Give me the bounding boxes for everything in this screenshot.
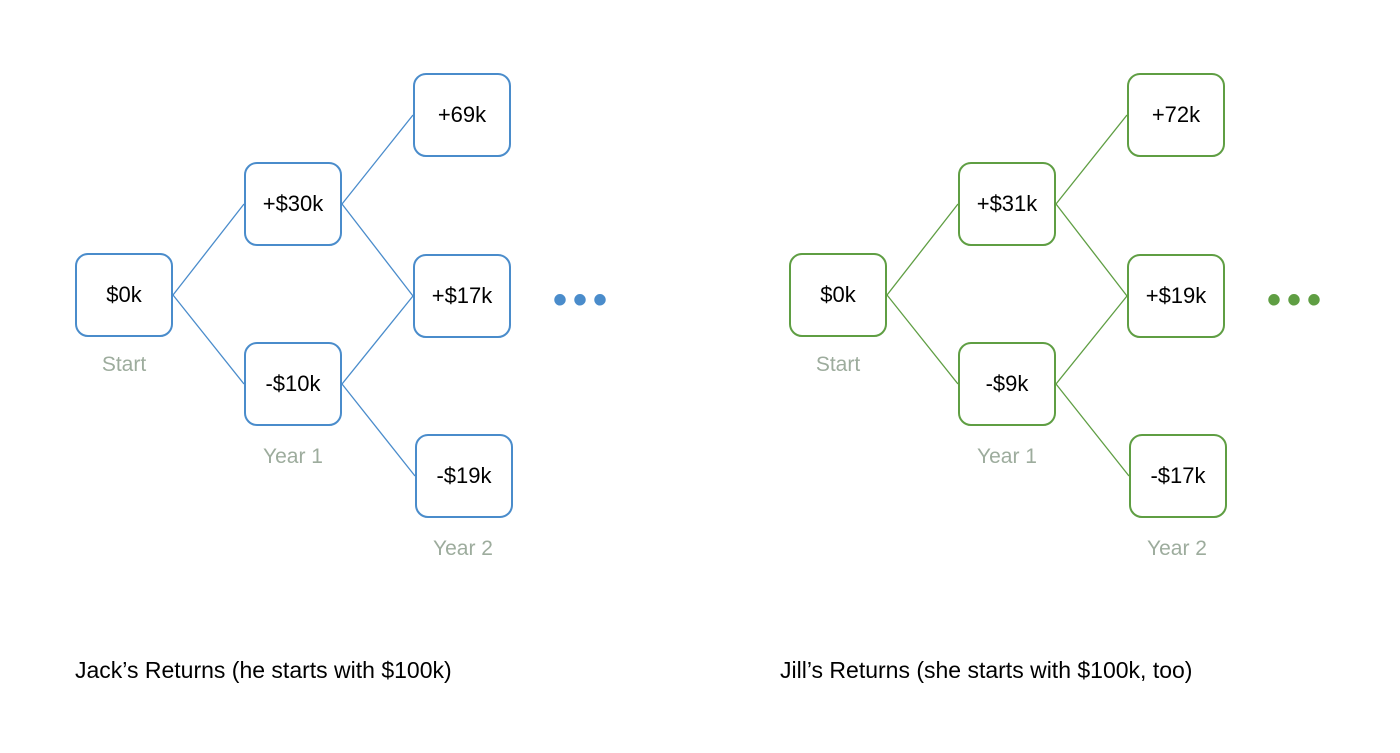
edge-year1-up-to-year2-upup xyxy=(341,114,414,205)
edge-year1-down-to-year2-downdown xyxy=(1055,383,1130,477)
edge-start-to-year1-down xyxy=(886,294,959,385)
stage-label-year2: Year 2 xyxy=(433,537,493,560)
stage-label-year1: Year 1 xyxy=(263,445,323,468)
tree-caption: Jill’s Returns (she starts with $100k, t… xyxy=(780,657,1193,683)
node-year2-mid: +$19k xyxy=(1127,254,1225,338)
node-start: $0k xyxy=(75,253,173,337)
stage-label-year1: Year 1 xyxy=(977,445,1037,468)
jill-tree-edges xyxy=(886,114,1130,477)
node-year2-downdown: -$17k xyxy=(1129,434,1227,518)
node-year1-down: -$10k xyxy=(244,342,342,426)
stage-label-start: Start xyxy=(101,353,147,376)
continuation-ellipsis: ••• xyxy=(553,278,614,322)
node-year2-upup: +72k xyxy=(1127,73,1225,157)
continuation-ellipsis: ••• xyxy=(1267,278,1328,322)
node-year1-up: +$30k xyxy=(244,162,342,246)
jack-tree-edges xyxy=(172,114,416,477)
node-start: $0k xyxy=(789,253,887,337)
node-year1-up: +$31k xyxy=(958,162,1056,246)
node-year1-down: -$9k xyxy=(958,342,1056,426)
jill-returns-tree: $0k +$31k -$9k +72k +$19k -$17k Start Ye… xyxy=(714,0,1400,753)
stage-label-year2: Year 2 xyxy=(1147,537,1207,560)
edge-year1-down-to-year2-mid xyxy=(1055,295,1128,385)
edge-year1-down-to-year2-downdown xyxy=(341,383,416,477)
edge-start-to-year1-down xyxy=(172,294,245,385)
jack-returns-tree: $0k +$30k -$10k +69k +$17k -$19k Start Y… xyxy=(75,73,614,683)
edge-year1-up-to-year2-mid xyxy=(1055,203,1128,297)
edge-year1-down-to-year2-mid xyxy=(341,295,414,385)
node-year2-downdown: -$19k xyxy=(415,434,513,518)
tree-caption: Jack’s Returns (he starts with $100k) xyxy=(75,657,452,683)
edge-start-to-year1-up xyxy=(172,203,245,296)
node-year2-upup: +69k xyxy=(413,73,511,157)
edge-year1-up-to-year2-upup xyxy=(1055,114,1128,205)
stage-label-start: Start xyxy=(815,353,861,376)
edge-year1-up-to-year2-mid xyxy=(341,203,414,297)
edge-start-to-year1-up xyxy=(886,203,959,296)
node-year2-mid: +$17k xyxy=(413,254,511,338)
